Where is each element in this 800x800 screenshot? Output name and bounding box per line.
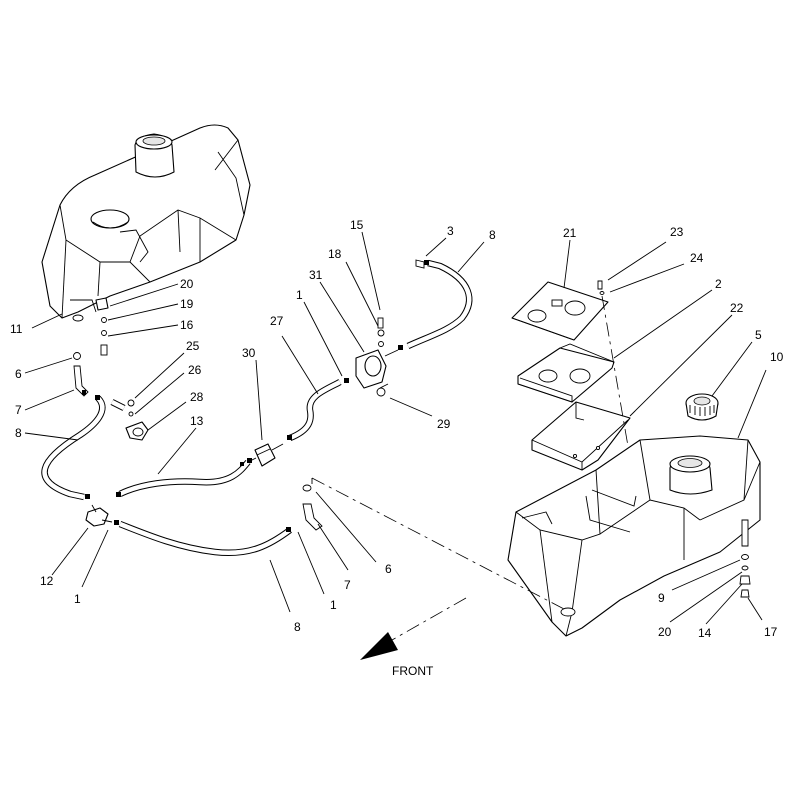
callout-14: 14 [698, 626, 712, 640]
callout-11: 11 [10, 322, 23, 336]
left-fuel-tank [41, 124, 251, 322]
callout-24: 24 [690, 251, 704, 265]
callout-12: 12 [40, 574, 54, 588]
callout-8: 8 [15, 426, 22, 440]
elbow-fitting-right [302, 484, 323, 531]
callout-31: 31 [309, 268, 323, 282]
callout-5: 5 [755, 328, 762, 342]
callout-23: 23 [670, 225, 684, 239]
right-tank-hardware [739, 554, 751, 598]
callout-18: 18 [328, 247, 342, 261]
callout-20: 20 [180, 277, 194, 291]
callout-15: 15 [350, 218, 364, 232]
right-fuel-tank [507, 435, 761, 637]
callout-8: 8 [294, 620, 301, 634]
callout-19: 19 [180, 297, 194, 311]
callout-26: 26 [188, 363, 202, 377]
callout-1: 1 [330, 598, 337, 612]
fuel-hoses [41, 259, 473, 557]
callout-10: 10 [770, 350, 784, 364]
callout-30: 30 [242, 346, 256, 360]
callout-2: 2 [715, 277, 722, 291]
callout-9: 9 [658, 591, 665, 605]
front-arrow [360, 597, 467, 660]
callout-7: 7 [15, 403, 22, 417]
fuel-filter [240, 443, 284, 467]
callout-1: 1 [74, 592, 81, 606]
callout-27: 27 [270, 314, 284, 328]
callout-7: 7 [344, 578, 351, 592]
callout-22: 22 [730, 301, 744, 315]
hose-end-fitting [415, 259, 425, 269]
callout-20: 20 [658, 625, 672, 639]
callout-13: 13 [190, 414, 204, 428]
mount-plate [511, 281, 609, 341]
hose-clamps [85, 260, 429, 532]
callout-16: 16 [180, 318, 194, 332]
callout-8: 8 [489, 228, 496, 242]
callout-28: 28 [190, 390, 204, 404]
callout-29: 29 [437, 417, 451, 431]
callout-6: 6 [385, 562, 392, 576]
callout-labels: 11 20 19 16 6 7 8 25 26 28 13 12 1 30 27… [10, 218, 784, 640]
callout-17: 17 [764, 625, 778, 639]
mount-bracket [517, 343, 615, 403]
callout-6: 6 [15, 367, 22, 381]
fuel-cap [685, 393, 719, 421]
front-label: FRONT [392, 664, 434, 678]
callout-1: 1 [296, 288, 303, 302]
alignment-line [311, 477, 567, 611]
callout-3: 3 [447, 224, 454, 238]
fuel-pump [355, 317, 399, 397]
callout-21: 21 [563, 226, 577, 240]
fuel-shutoff-valve [125, 399, 149, 441]
leader-lines [24, 231, 767, 625]
callout-25: 25 [186, 339, 200, 353]
left-tank-hardware [73, 317, 108, 397]
tray [531, 401, 631, 471]
t-fitting [85, 504, 113, 527]
